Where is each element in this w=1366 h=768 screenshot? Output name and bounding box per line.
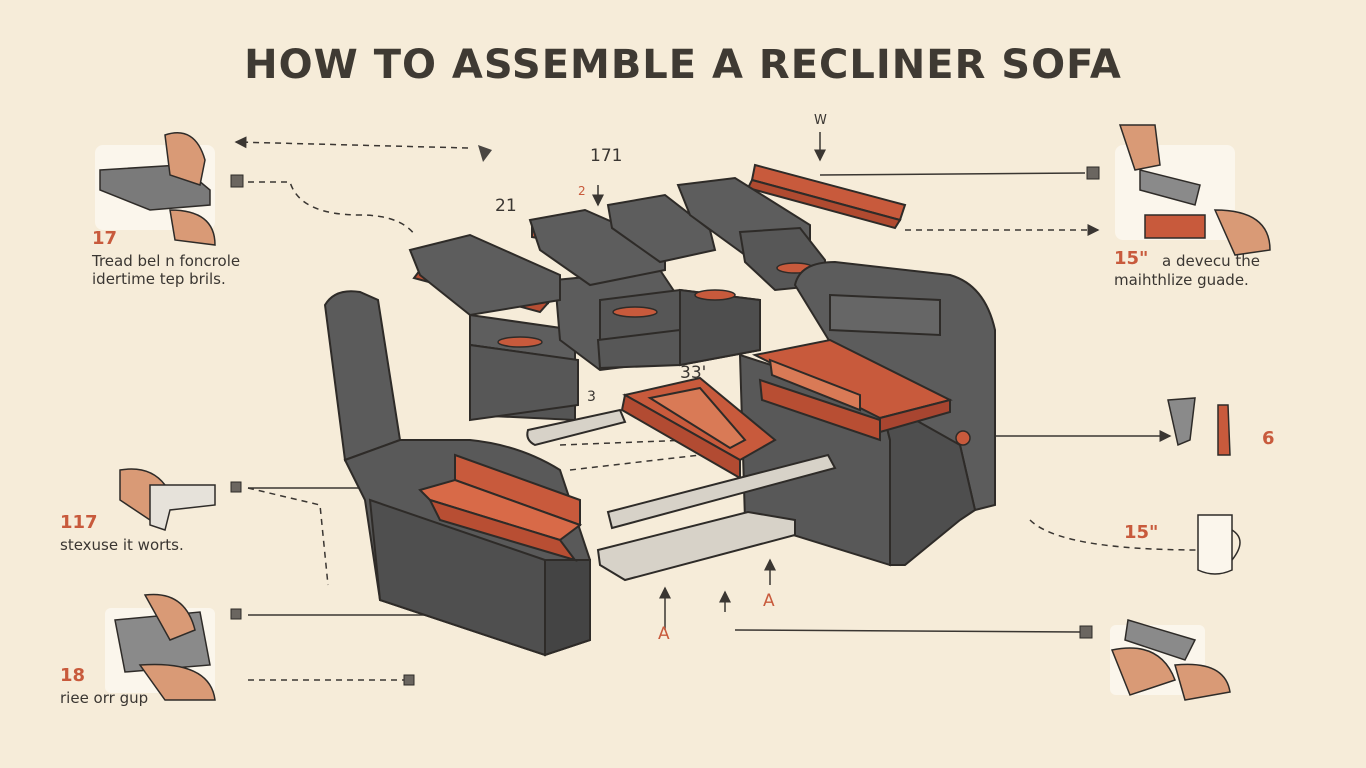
terminator-squares bbox=[230, 166, 1100, 686]
seat-frame bbox=[751, 338, 953, 442]
step-number-15: 15" bbox=[1114, 248, 1149, 269]
step-caption-18: riee orr gup bbox=[60, 689, 149, 707]
annotation-mug-size: 15" bbox=[1124, 522, 1159, 543]
page-title: HOW TO ASSEMBLE A RECLINER SOFA bbox=[244, 42, 1122, 88]
side-rails bbox=[526, 408, 837, 582]
armrest-bracket bbox=[418, 453, 583, 562]
step-caption-117: stexuse it worts. bbox=[60, 536, 184, 554]
step-caption-15-line2: maihthlize guade. bbox=[1114, 271, 1249, 289]
step-caption-15-line1: a devecu the bbox=[1162, 252, 1260, 270]
guide-lines bbox=[234, 136, 1201, 681]
step-caption-17-line1: Tread bel n foncrole bbox=[92, 252, 241, 270]
step-number-17: 17 bbox=[92, 228, 118, 249]
step-vignettes bbox=[95, 124, 1271, 701]
bolt-marker bbox=[955, 430, 971, 446]
annotation-2: 2 bbox=[578, 184, 586, 198]
connector-flag bbox=[478, 145, 492, 162]
step-number-18: 18 bbox=[60, 665, 86, 686]
annotation-171: 171 bbox=[590, 146, 623, 166]
step-caption-17-line2: idertime tep brils. bbox=[92, 270, 226, 288]
annotation-a-left: A bbox=[658, 624, 670, 644]
front-panels bbox=[469, 328, 681, 422]
annotation-33: 33' bbox=[680, 363, 707, 383]
step-number-117: 117 bbox=[60, 512, 98, 533]
annotation-3: 3 bbox=[587, 389, 596, 405]
annotation-a-right: A bbox=[763, 591, 775, 611]
annotation-w: W bbox=[814, 113, 827, 128]
annotation-21: 21 bbox=[495, 196, 517, 216]
annotation-6: 6 bbox=[1262, 428, 1275, 449]
